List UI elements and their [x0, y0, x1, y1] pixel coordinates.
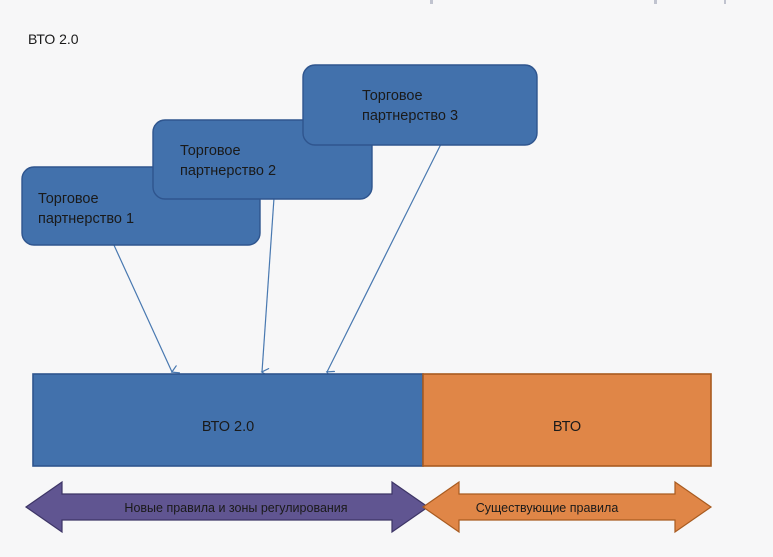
page-title: ВТО 2.0: [28, 31, 79, 47]
bar-segment-wto-label: ВТО: [553, 419, 581, 435]
connector-arrow-1: [112, 242, 172, 372]
clipped-top-text: [430, 0, 726, 4]
double-headed-arrow-orange[interactable]: [421, 480, 713, 534]
connector-arrow-3: [327, 143, 442, 372]
bar-segment-wto[interactable]: [422, 373, 712, 467]
box-3-label-line2: партнерство 3: [362, 108, 458, 124]
box-3-label-line1: Торговое: [362, 88, 423, 104]
box-1-label-line2: партнерство 1: [38, 211, 134, 227]
arrow-existing-rules-label: Существующие правила: [476, 501, 619, 515]
main-bar: ВТО 2.0 ВТО: [32, 373, 712, 467]
bar-segment-wto2-label: ВТО 2.0: [202, 419, 254, 435]
box-1-label-line1: Торговое: [38, 191, 99, 207]
box-3-shape[interactable]: [302, 64, 538, 146]
connector-lines: [112, 143, 442, 372]
arrow-new-rules-label: Новые правила и зоны регулирования: [124, 501, 347, 515]
box-2-label-line2: партнерство 2: [180, 163, 276, 179]
arrow-existing-rules[interactable]: Существующие правила: [421, 480, 713, 534]
box-2-label-line1: Торговое: [180, 143, 241, 159]
connector-arrow-2: [262, 197, 275, 372]
bar-segment-wto2[interactable]: [32, 373, 424, 467]
box-trade-partnership-3[interactable]: Торговое партнерство 3: [302, 64, 538, 146]
